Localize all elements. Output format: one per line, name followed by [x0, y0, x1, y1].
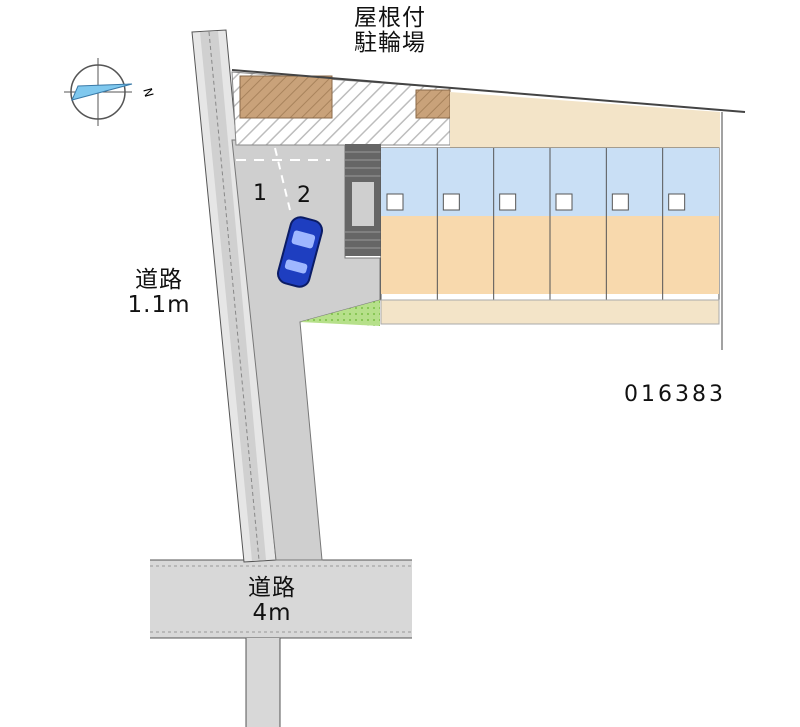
parking-slot-2: 2 — [297, 183, 311, 208]
apartment-building — [380, 147, 720, 325]
unit-bath — [668, 193, 686, 211]
unit-bath — [442, 193, 460, 211]
bike-parking-line1: 屋根付 — [354, 5, 426, 31]
side-road-width: 1.1m — [127, 292, 191, 319]
main-road-width: 4m — [252, 600, 292, 627]
side-road-label: 道路 1.1m — [110, 267, 208, 319]
unit-bath — [499, 193, 517, 211]
bike-parking-label: 屋根付 駐輪場 — [340, 5, 440, 57]
property-code: 016383 — [624, 382, 726, 407]
side-road-name: 道路 — [135, 267, 183, 293]
bike-parking-line2: 駐輪場 — [354, 30, 426, 57]
grass-area — [300, 300, 380, 326]
unit-bath — [555, 193, 573, 211]
main-road — [150, 559, 412, 727]
car — [276, 216, 324, 288]
main-road-name: 道路 — [248, 575, 296, 601]
lot-area — [450, 92, 720, 148]
compass — [64, 58, 133, 126]
unit-bath — [611, 193, 629, 211]
boundary-line — [231, 69, 746, 113]
bike-parking-area — [231, 71, 451, 146]
parking-slot-1: 1 — [253, 181, 267, 206]
main-road-label: 道路 4m — [232, 575, 312, 627]
unit-bath — [386, 193, 404, 211]
stairs — [345, 144, 381, 256]
compass-north-label: N — [140, 86, 156, 98]
